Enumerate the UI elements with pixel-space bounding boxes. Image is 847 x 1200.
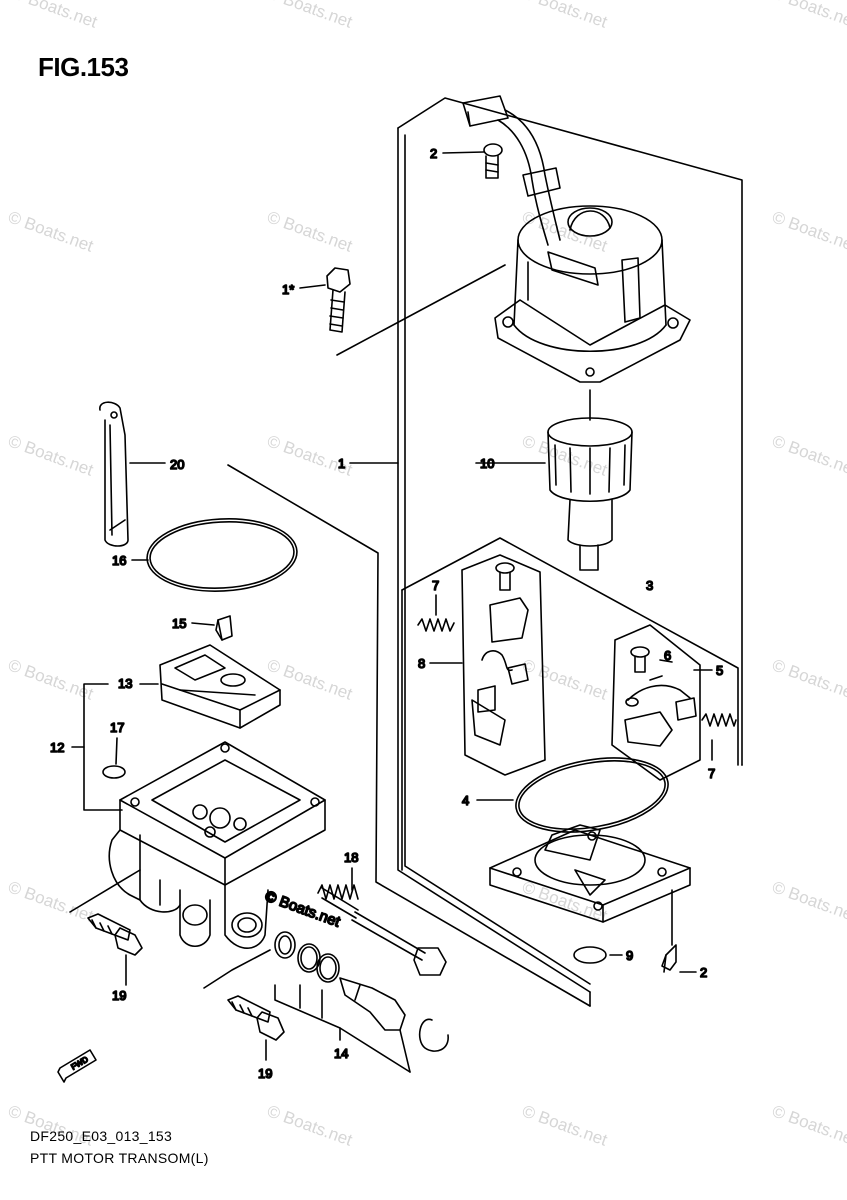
callout-9: 9 <box>626 948 633 963</box>
callout-10: 10 <box>480 456 494 471</box>
figure-title: FIG.153 <box>38 52 129 82</box>
washer <box>573 946 623 964</box>
pump-base-plate <box>489 824 691 923</box>
long-bolt <box>317 867 447 976</box>
small-o-ring <box>102 737 126 779</box>
callout-14: 14 <box>334 1046 348 1061</box>
spring-left <box>417 594 455 632</box>
forward-arrow-icon <box>57 1049 97 1083</box>
strap <box>99 401 166 547</box>
screw-bottom <box>661 889 697 973</box>
reservoir-cover <box>139 644 281 729</box>
callout-8: 8 <box>418 656 425 671</box>
brush-set-left <box>429 554 546 776</box>
callout-7-right: 7 <box>708 766 715 781</box>
callout-2-top: 2 <box>430 146 437 161</box>
callout-18: 18 <box>344 850 358 865</box>
callout-5: 5 <box>716 663 723 678</box>
callout-13: 13 <box>118 676 132 691</box>
callout-15: 15 <box>172 616 186 631</box>
callout-1: 1 <box>338 456 345 471</box>
bolt-right <box>203 949 285 1061</box>
manual-valve-body <box>108 741 326 949</box>
o-ring-large <box>476 757 669 833</box>
ptt-motor-housing <box>462 95 691 383</box>
callout-12: 12 <box>50 740 64 755</box>
motor-assembly-outline <box>397 97 743 1007</box>
bolt-one-star <box>299 267 351 333</box>
callout-16: 16 <box>112 553 126 568</box>
bolt-left <box>69 869 143 986</box>
screw-top <box>442 143 503 179</box>
valve-parts <box>274 931 449 1073</box>
callout-7-left: 7 <box>432 578 439 593</box>
leader-line <box>336 264 506 356</box>
callout-2-bottom: 2 <box>700 965 707 980</box>
o-ring-cover <box>131 518 298 592</box>
callout-4: 4 <box>462 793 469 808</box>
callout-17: 17 <box>110 720 124 735</box>
callout-1-star: 1* <box>282 282 294 297</box>
figure-name: PTT MOTOR TRANSOM(L) <box>30 1150 209 1166</box>
spring-right <box>701 713 737 761</box>
callout-3: 3 <box>646 578 653 593</box>
callout-6: 6 <box>664 648 671 663</box>
brush-holder-right <box>611 624 713 781</box>
callout-19-right: 19 <box>258 1066 272 1081</box>
bracket-group-12 <box>71 683 123 811</box>
clip <box>191 615 233 641</box>
armature <box>475 389 633 571</box>
figure-code: DF250_E03_013_153 <box>30 1128 173 1144</box>
brush-holder-outline <box>401 537 739 871</box>
leader-line <box>227 464 591 1007</box>
callout-19-left: 19 <box>112 988 126 1003</box>
callout-20: 20 <box>170 457 184 472</box>
